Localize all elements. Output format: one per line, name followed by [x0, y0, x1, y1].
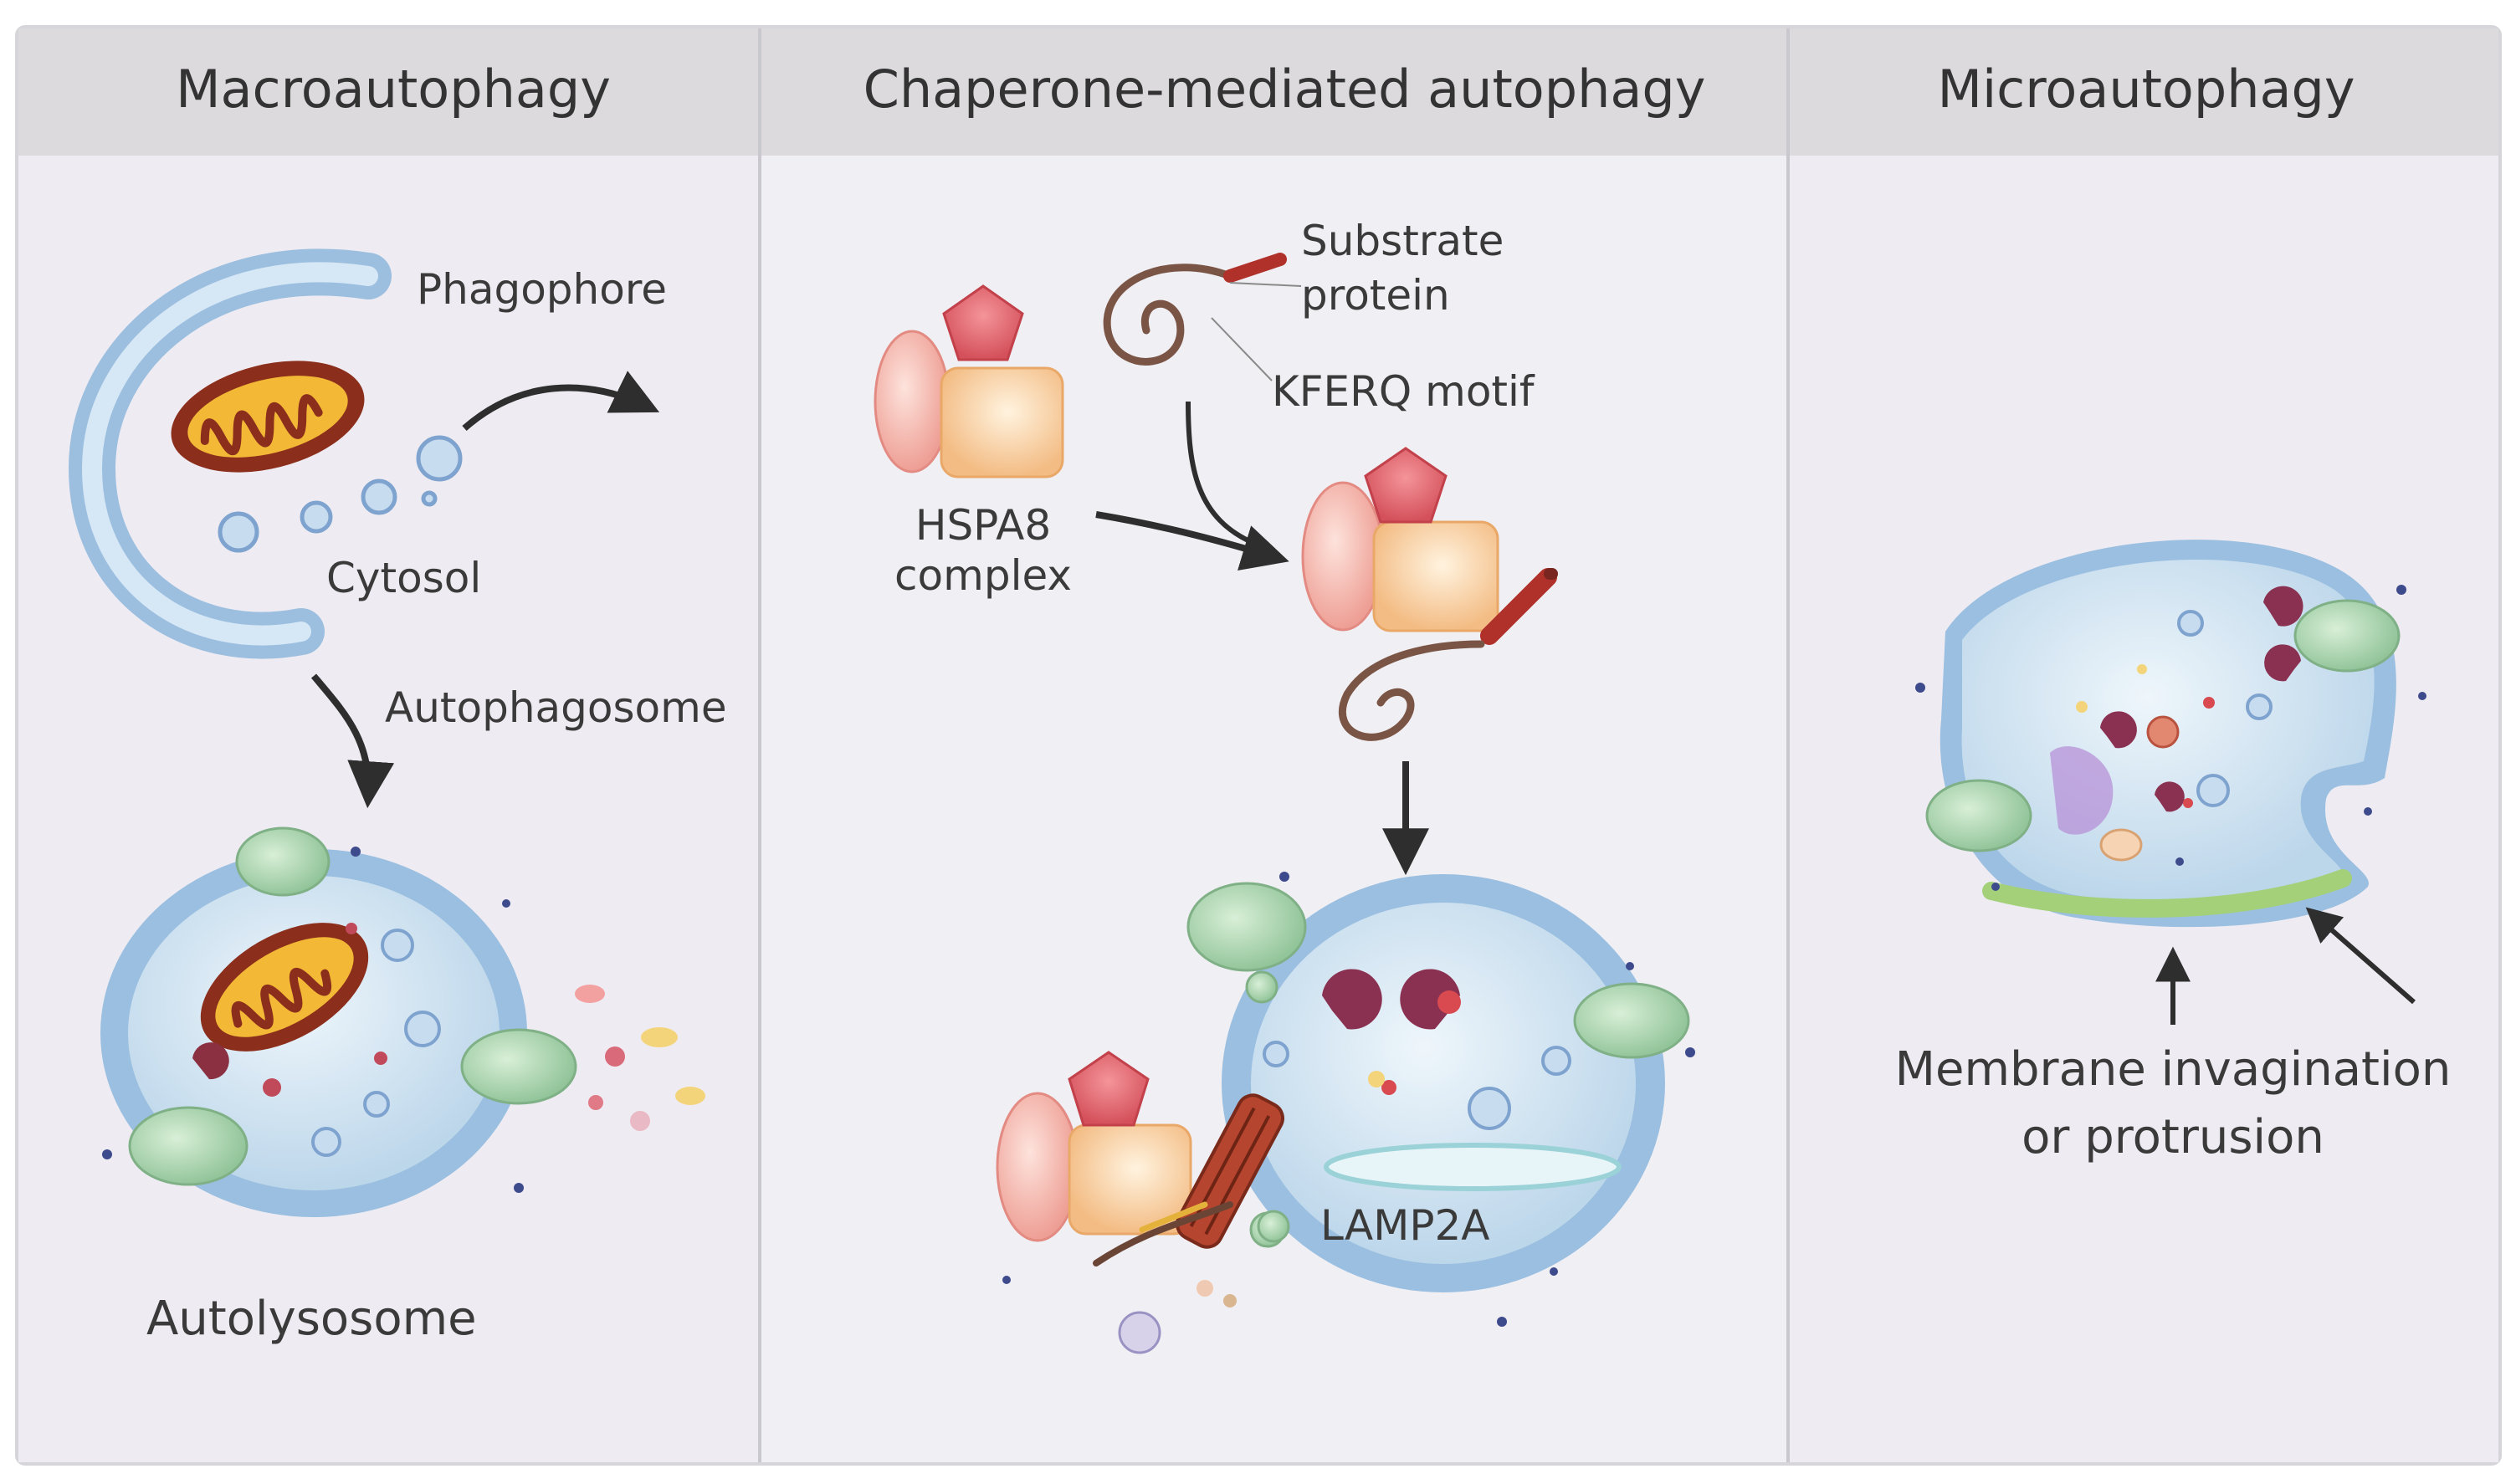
translocating-substrate [1093, 1201, 1233, 1267]
bound-chaperone-substrate [1301, 447, 1558, 741]
label-autophagosome: Autophagosome [385, 683, 727, 732]
label-substrate: Substrate [1301, 217, 1504, 265]
label-or-protrusion: or protrusion [2022, 1110, 2324, 1164]
lamp2a-yellow-strand [1139, 1201, 1208, 1233]
header-chaperone-mediated-autophagy: Chaperone-mediated autophagy [863, 59, 1706, 120]
membrane-dots-micro [1915, 585, 2426, 891]
lysosome-receptors-cma [1186, 882, 1690, 1059]
leader-substrate [1229, 282, 1302, 287]
arrow-hspa8-to-bound [1095, 511, 1289, 571]
label-lamp2a: LAMP2A [1320, 1201, 1490, 1250]
phagophore-arrow [462, 371, 660, 432]
arrow-invagination-2 [2305, 907, 2416, 1005]
label-membrane-invagination: Membrane invagination [1895, 1042, 2452, 1097]
hspa8-complex [874, 284, 1064, 478]
lysosome-receptors-macro [128, 826, 577, 1186]
membrane-dots-cma [1002, 872, 1695, 1327]
label-autolysosome: Autolysosome [146, 1292, 477, 1346]
lamp2a-marker [1257, 1210, 1290, 1243]
label-cytosol: Cytosol [326, 554, 481, 602]
header-band-micro [1789, 28, 2498, 156]
engulfed-mitochondrion [200, 923, 369, 1052]
label-complex: complex [894, 551, 1072, 600]
lysosome-receptors-micro [1925, 599, 2401, 852]
lamp2a-channel [1176, 1093, 1284, 1249]
released-fragments [575, 985, 705, 1131]
cytosol-vesicles [218, 435, 463, 553]
chaperone-at-lamp2a [996, 1051, 1192, 1242]
header-microautophagy: Microautophagy [1937, 59, 2355, 120]
header-band-cma [761, 28, 1786, 156]
lysosome-micro [1940, 540, 2396, 928]
substrate-protein [1103, 253, 1287, 366]
membrane-dots-macro [102, 847, 524, 1193]
label-hspa8: HSPA8 [915, 501, 1051, 550]
label-phagophore: Phagophore [417, 265, 667, 314]
label-kferq-motif: KFERQ motif [1272, 367, 1535, 416]
debris-cma [1118, 1280, 1237, 1354]
header-band-macro [18, 28, 759, 156]
autophagosome-arrow [310, 673, 395, 809]
mitochondrion [171, 361, 365, 473]
leader-kferq [1211, 317, 1273, 381]
phagophore-membrane [68, 248, 392, 659]
arrow-substrate-to-bound [1186, 401, 1257, 546]
label-protein: protein [1301, 271, 1450, 320]
header-macroautophagy: Macroautophagy [176, 59, 611, 120]
